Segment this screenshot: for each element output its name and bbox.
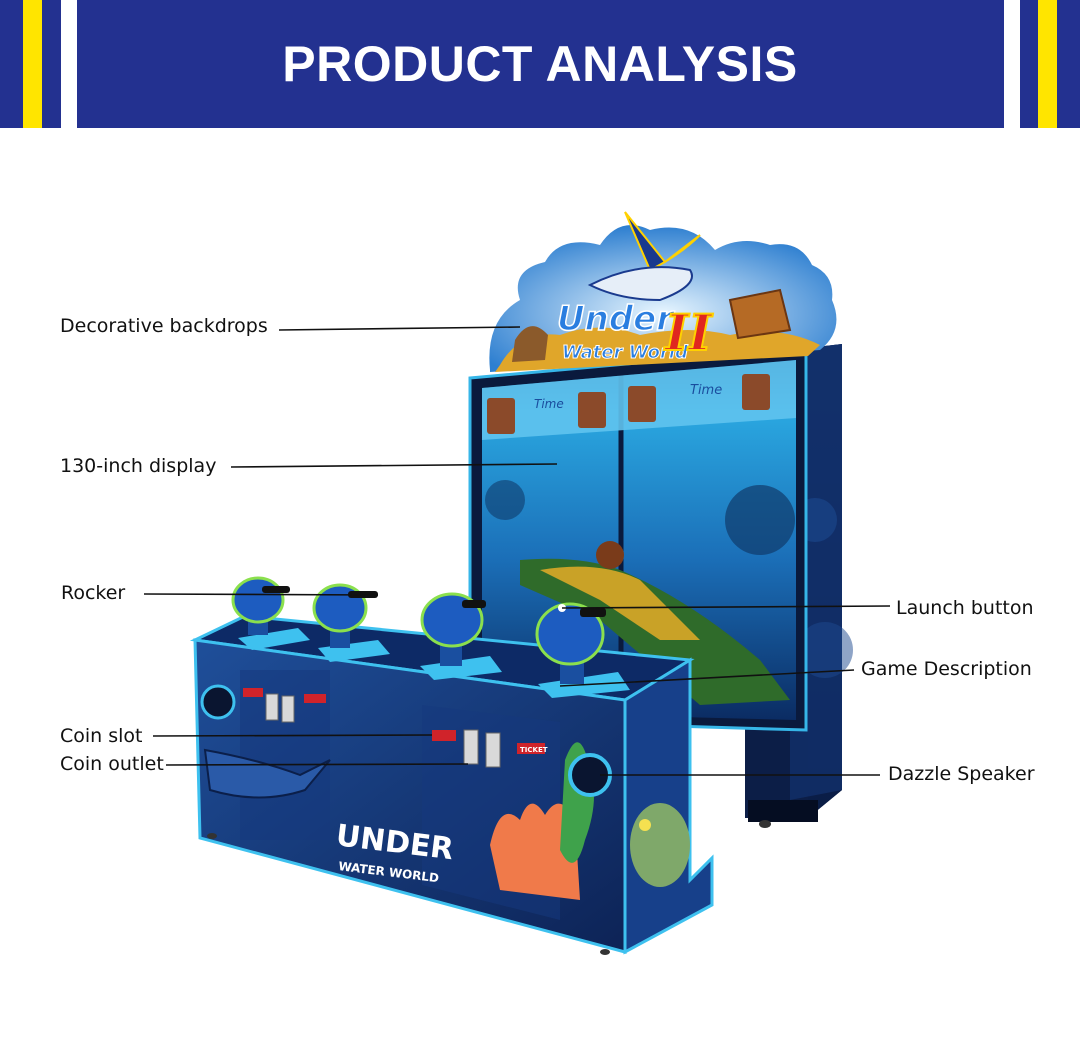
svg-text:Time: Time (534, 397, 564, 411)
leader-game-description (559, 669, 855, 687)
svg-text:Under: Under (557, 299, 675, 339)
callout-decorative-backdrops: Decorative backdrops (60, 315, 268, 337)
decorative-backdrop: Under Water World II (489, 211, 837, 372)
callout-display: 130-inch display (60, 455, 217, 477)
rocker-2 (312, 583, 390, 662)
callout-launch-button: Launch button (896, 597, 1034, 619)
leader-coin-slot (152, 734, 433, 737)
callout-game-description: Game Description (861, 658, 1032, 680)
callout-coin-outlet: Coin outlet (60, 753, 164, 775)
stripe-left-white (61, 0, 77, 128)
callout-dazzle-speaker: Dazzle Speaker (888, 763, 1035, 785)
header-banner: PRODUCT ANALYSIS (0, 0, 1080, 128)
rocker-3 (420, 592, 502, 680)
leader-launch-button (561, 605, 891, 609)
svg-text:Water World: Water World (562, 342, 689, 363)
rocker-1 (231, 576, 310, 650)
leader-coin-outlet (165, 763, 469, 766)
main-display: Time Time (468, 346, 808, 732)
leader-rocker (143, 593, 379, 596)
stripe-right-white (1004, 0, 1020, 128)
svg-text:Time: Time (690, 383, 722, 398)
callout-lines (143, 326, 891, 776)
callout-coin-slot: Coin slot (60, 725, 143, 747)
callout-rocker: Rocker (61, 582, 126, 604)
stripe-left-yellow (23, 0, 42, 128)
svg-text:TICKET: TICKET (520, 746, 548, 754)
rocker-4 (535, 602, 630, 698)
leader-decorative-backdrops (278, 326, 521, 331)
stripe-right-yellow (1038, 0, 1057, 128)
svg-text:II: II (663, 303, 713, 362)
rocker-stations (231, 576, 630, 698)
leader-display (230, 463, 558, 468)
page-title: PRODUCT ANALYSIS (282, 36, 798, 92)
